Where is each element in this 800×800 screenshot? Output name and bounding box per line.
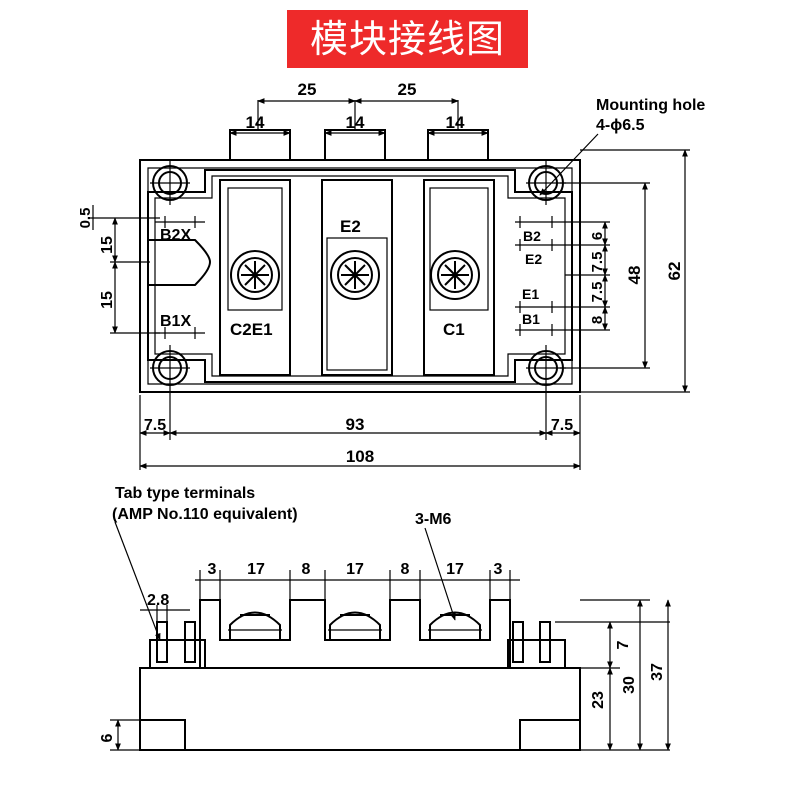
dim-side-2-8: 2.8 [147,592,169,609]
top-view: 25 25 14 14 14 7.5 93 7.5 108 0.5 15 15 … [77,80,705,470]
label-b2x: B2X [160,227,191,244]
mounting-hole-bl [150,345,190,440]
dim-hole-pitch: 93 [346,415,365,434]
dim-side-7: 7 [615,640,632,649]
dim-side-23: 23 [590,691,607,709]
mounting-hole-tr [526,160,566,205]
dim-side-8a: 8 [302,561,311,578]
label-e2: E2 [340,217,361,236]
label-e1: E1 [522,286,539,302]
mounting-hole-spec: 4-ϕ6.5 [596,117,645,134]
side-view: Tab type terminals (AMP No.110 equivalen… [99,485,671,751]
dim-r-7-5a: 7.5 [589,252,606,273]
dim-term-w-2: 14 [346,113,365,132]
dim-right-margin: 7.5 [551,417,573,434]
dim-side-30: 30 [621,676,638,694]
dim-side-17b: 17 [346,561,364,578]
screw-terminal-e2 [330,250,380,300]
label-c2e1: C2E1 [230,320,273,339]
dim-term-w-1: 14 [246,113,265,132]
dim-side-3a: 3 [208,561,217,578]
dim-pitch-right: 25 [398,80,417,99]
dim-left-lower: 15 [99,291,116,309]
dim-side-37: 37 [649,663,666,681]
label-c1: C1 [443,320,465,339]
dim-side-17a: 17 [247,561,265,578]
dim-r-7-5b: 7.5 [589,282,606,303]
label-b1x: B1X [160,313,191,330]
dim-r-6: 6 [589,232,606,240]
dim-total-length: 108 [346,447,374,466]
dim-r-62: 62 [665,262,684,281]
dim-side-8b: 8 [401,561,410,578]
mounting-hole-tl [150,160,190,205]
dim-left-margin: 7.5 [144,417,166,434]
title-banner: 模块接线图 [287,10,528,68]
dim-pitch-left: 25 [298,80,317,99]
label-b1: B1 [522,311,540,327]
screw-terminal-c1 [430,250,480,300]
dim-side-17c: 17 [446,561,464,578]
dim-r-48: 48 [625,266,644,285]
screw-terminal-c2e1 [230,250,280,300]
side-body [139,667,581,751]
dim-small-offset: 0.5 [77,208,94,229]
dim-left-upper: 15 [99,236,116,254]
tab-label-1: Tab type terminals [115,485,255,502]
dim-side-6: 6 [99,733,116,742]
tab-label-2: (AMP No.110 equivalent) [112,506,298,523]
mounting-hole-label: Mounting hole [596,97,705,114]
inner-housing [147,169,573,383]
dim-term-w-3: 14 [446,113,465,132]
dim-r-8: 8 [589,316,606,324]
dim-side-3b: 3 [494,561,503,578]
label-b2: B2 [523,228,541,244]
screw-label: 3-M6 [415,511,452,528]
label-e2-small: E2 [525,251,542,267]
